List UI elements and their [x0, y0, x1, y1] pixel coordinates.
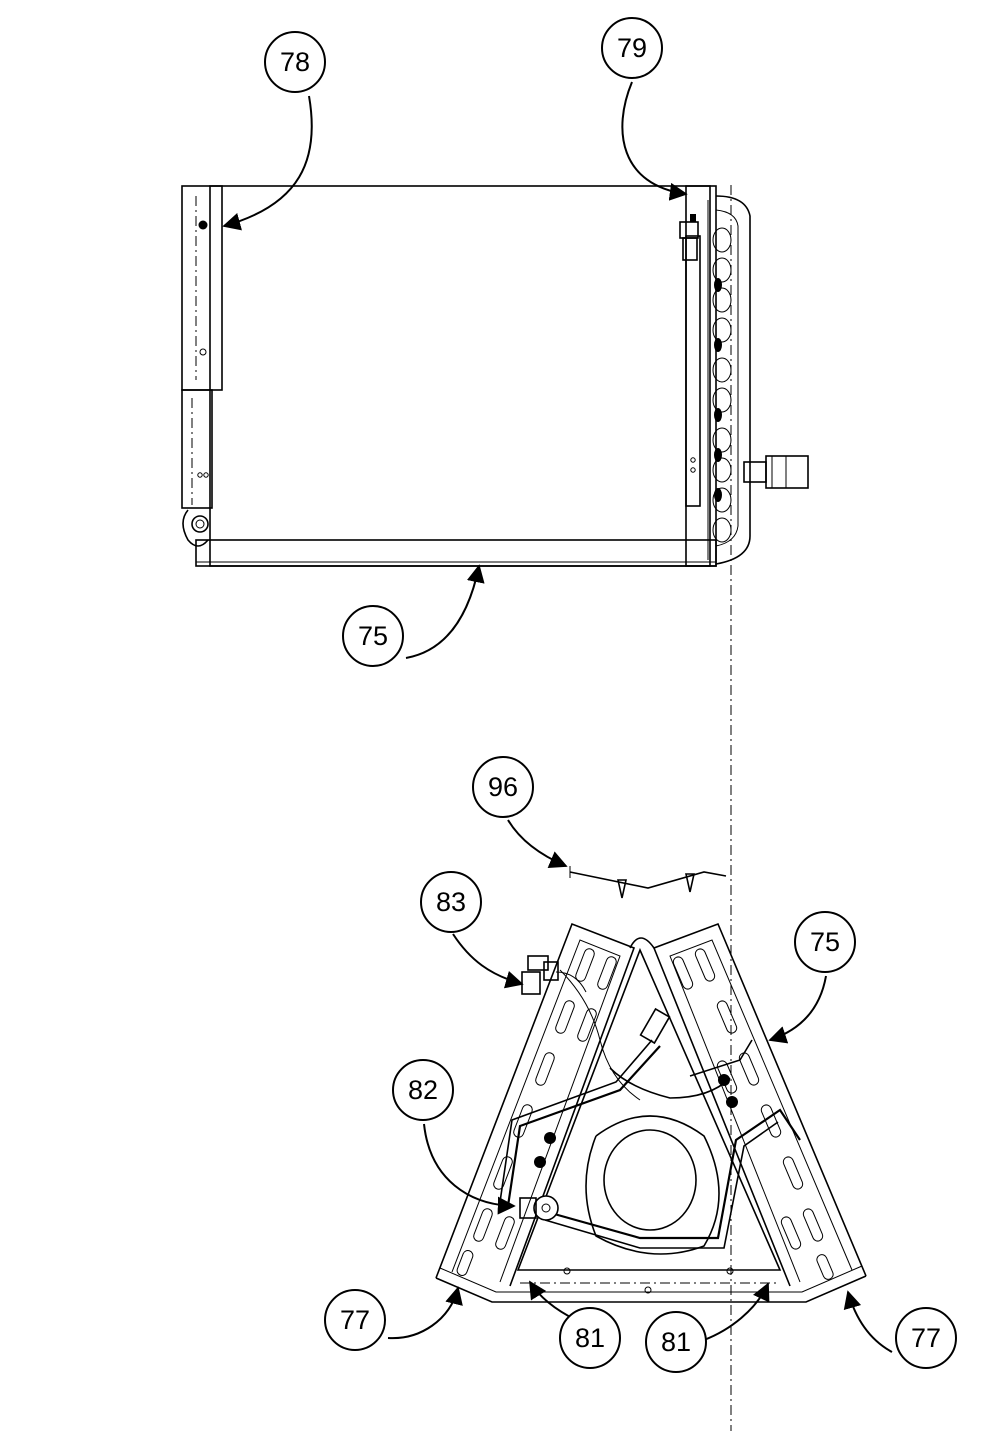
svg-text:83: 83 [436, 887, 466, 917]
callout-96: 96 [472, 756, 534, 818]
callout-81-right: 81 [645, 1311, 707, 1373]
leaders [222, 81, 893, 1353]
svg-text:75: 75 [810, 927, 840, 957]
callout-75-top: 75 [342, 605, 404, 667]
callout-82: 82 [392, 1059, 454, 1121]
svg-text:79: 79 [617, 33, 647, 63]
callout-79: 79 [601, 17, 663, 79]
callout-75-bottom: 75 [794, 911, 856, 973]
svg-text:96: 96 [488, 772, 518, 802]
svg-text:77: 77 [911, 1323, 941, 1353]
svg-text:81: 81 [661, 1327, 691, 1357]
svg-text:78: 78 [280, 47, 310, 77]
svg-text:77: 77 [340, 1305, 370, 1335]
callout-77-left: 77 [324, 1289, 386, 1351]
callout-83: 83 [420, 871, 482, 933]
clip-strip [569, 866, 727, 899]
svg-text:75: 75 [358, 621, 388, 651]
a-coil-end-view [435, 922, 867, 1303]
callout-81-left: 81 [559, 1307, 621, 1369]
svg-text:81: 81 [575, 1323, 605, 1353]
coil-side-view [181, 185, 809, 567]
svg-text:82: 82 [408, 1075, 438, 1105]
callout-78: 78 [264, 31, 326, 93]
callout-77-right: 77 [895, 1307, 957, 1369]
